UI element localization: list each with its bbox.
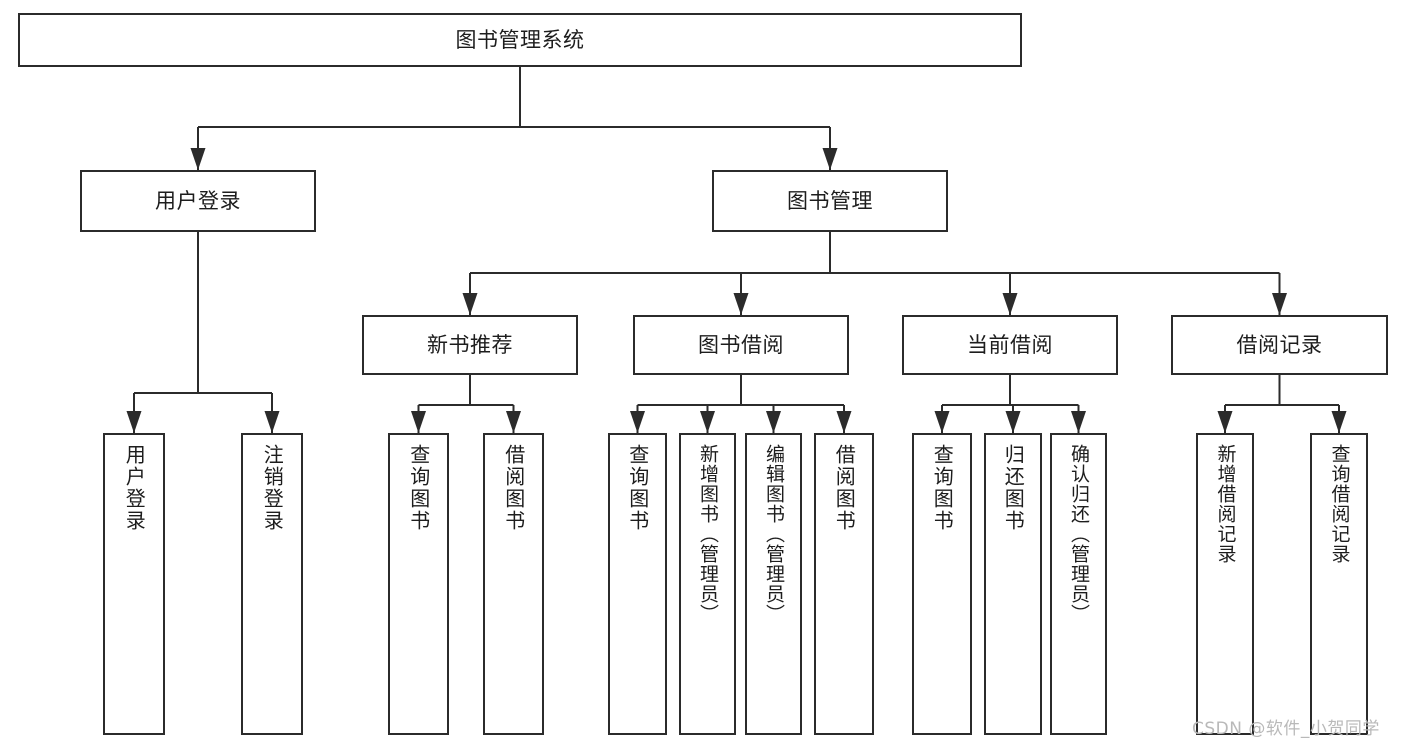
arrowhead-leaf-user-login (126, 411, 142, 433)
node-leaf-edit-book[interactable]: 编辑图书（管理员） (745, 433, 802, 735)
node-leaf-query-rec[interactable]: 查询借阅记录 (1310, 433, 1368, 735)
csdn-watermark: CSDN @软件_小贺同学 (1192, 719, 1380, 739)
node-new-book-rec[interactable]: 新书推荐 (362, 315, 578, 375)
node-label-leaf-borrow-1: 借阅图书 (501, 444, 526, 532)
node-label-leaf-return: 归还图书 (1001, 444, 1026, 532)
node-book-borrow[interactable]: 图书借阅 (633, 315, 849, 375)
arrowhead-leaf-add-book (700, 411, 715, 433)
node-leaf-add-rec[interactable]: 新增借阅记录 (1196, 433, 1254, 735)
node-label-borrow-record: 借阅记录 (1236, 332, 1323, 357)
arrowhead-leaf-edit-book (766, 411, 781, 433)
node-leaf-query-3[interactable]: 查询图书 (912, 433, 972, 735)
arrowhead-book-manage (822, 148, 838, 170)
node-current-borrow[interactable]: 当前借阅 (902, 315, 1118, 375)
arrowhead-leaf-logout (264, 411, 280, 433)
node-label-current-borrow: 当前借阅 (967, 332, 1053, 357)
arrowhead-borrow-record (1272, 293, 1287, 315)
node-label-leaf-edit-book: 编辑图书（管理员） (763, 444, 786, 624)
arrowhead-book-borrow (733, 293, 749, 315)
node-label-leaf-borrow-2: 借阅图书 (832, 444, 857, 532)
node-label-leaf-query-rec: 查询借阅记录 (1328, 444, 1351, 564)
arrowhead-leaf-query-3 (934, 411, 950, 433)
arrowhead-user-login (190, 148, 206, 170)
node-leaf-add-book[interactable]: 新增图书（管理员） (679, 433, 736, 735)
node-leaf-borrow-1[interactable]: 借阅图书 (483, 433, 544, 735)
node-borrow-record[interactable]: 借阅记录 (1171, 315, 1388, 375)
node-label-leaf-query-3: 查询图书 (930, 444, 955, 532)
arrowhead-leaf-add-rec (1217, 411, 1233, 433)
node-user-login[interactable]: 用户登录 (80, 170, 316, 232)
node-label-leaf-confirm: 确认归还（管理员） (1068, 444, 1091, 624)
arrowhead-leaf-query-1 (411, 411, 426, 433)
node-label-leaf-add-book: 新增图书（管理员） (697, 444, 720, 624)
node-book-manage[interactable]: 图书管理 (712, 170, 948, 232)
arrowhead-leaf-borrow-2 (836, 411, 852, 433)
node-label-leaf-add-rec: 新增借阅记录 (1214, 444, 1237, 564)
node-leaf-query-2[interactable]: 查询图书 (608, 433, 667, 735)
node-leaf-logout[interactable]: 注销登录 (241, 433, 303, 735)
node-leaf-confirm[interactable]: 确认归还（管理员） (1050, 433, 1107, 735)
arrowhead-leaf-confirm (1071, 411, 1086, 433)
node-leaf-return[interactable]: 归还图书 (984, 433, 1042, 735)
node-root[interactable]: 图书管理系统 (18, 13, 1022, 67)
arrowhead-leaf-borrow-1 (506, 411, 521, 433)
node-label-book-borrow: 图书借阅 (698, 332, 784, 357)
node-label-book-manage: 图书管理 (787, 188, 873, 213)
node-label-leaf-logout: 注销登录 (260, 444, 285, 532)
node-leaf-user-login[interactable]: 用户登录 (103, 433, 165, 735)
arrowhead-new-book-rec (462, 293, 478, 315)
node-label-root: 图书管理系统 (455, 27, 585, 52)
arrowhead-leaf-query-2 (630, 411, 645, 433)
node-leaf-borrow-2[interactable]: 借阅图书 (814, 433, 874, 735)
node-label-leaf-query-1: 查询图书 (406, 444, 431, 532)
node-leaf-query-1[interactable]: 查询图书 (388, 433, 449, 735)
node-label-leaf-user-login: 用户登录 (122, 444, 147, 532)
node-label-user-login: 用户登录 (155, 188, 241, 213)
node-label-new-book-rec: 新书推荐 (427, 332, 513, 357)
arrowhead-leaf-query-rec (1331, 411, 1347, 433)
arrowhead-current-borrow (1002, 293, 1018, 315)
node-label-leaf-query-2: 查询图书 (625, 444, 650, 532)
arrowhead-leaf-return (1005, 411, 1021, 433)
